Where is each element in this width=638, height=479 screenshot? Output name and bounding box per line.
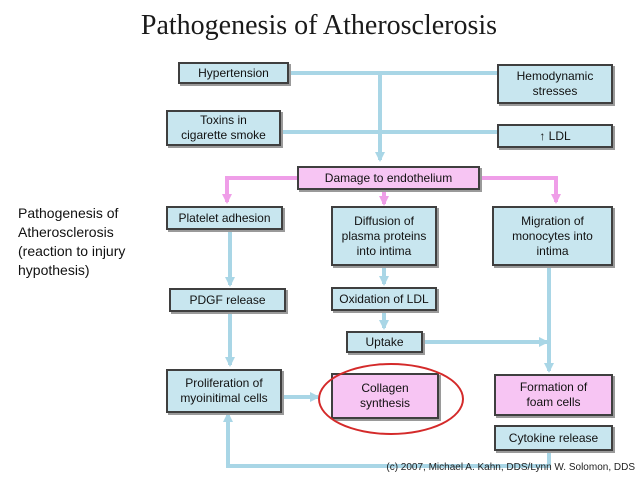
connector-damage-platelet [222,176,297,204]
connector-damage-migration [480,176,561,204]
copyright-footer: (c) 2007, Michael A. Kahn, DDS/Lynn W. S… [386,462,635,473]
box-hypertension: Hypertension [178,62,289,84]
box-pdgf: PDGF release [169,288,286,312]
box-oxidation: Oxidation of LDL [331,287,437,311]
connector-cytokine-feedback [223,412,551,468]
side-note-line: Atherosclerosis [18,224,114,240]
highlight-circle [318,363,464,435]
box-cytokine: Cytokine release [494,425,613,451]
side-note-line: (reaction to injury [18,243,126,259]
box-ldl: ↑ LDL [497,124,613,148]
side-note-line: Pathogenesis of [18,205,119,221]
side-note-line: hypothesis) [18,262,90,278]
box-uptake: Uptake [346,331,423,353]
box-damage: Damage to endothelium [297,166,480,190]
side-note: Pathogenesis of Atherosclerosis (reactio… [18,204,168,280]
box-platelet: Platelet adhesion [166,206,283,230]
page-title: Pathogenesis of Atherosclerosis [140,10,498,41]
